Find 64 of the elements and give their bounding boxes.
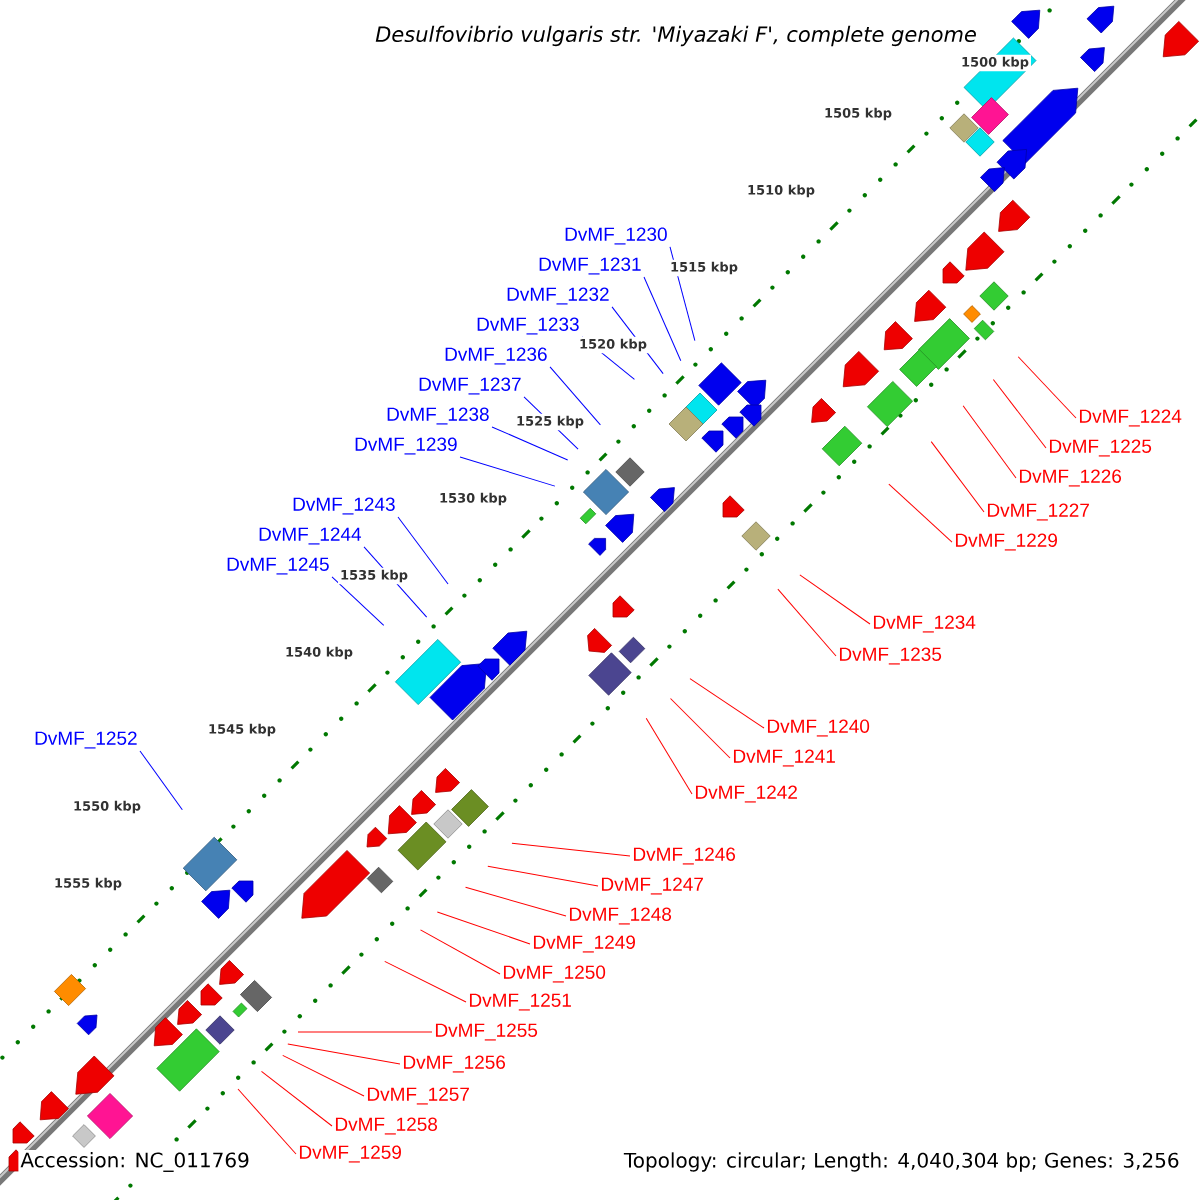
leader-line xyxy=(491,426,569,461)
gene-label: DvMF_1248 xyxy=(569,907,672,925)
leader-line xyxy=(397,516,449,585)
leader-line xyxy=(261,1070,333,1127)
leader-line xyxy=(799,574,871,625)
gene-label: DvMF_1244 xyxy=(259,527,362,545)
leader-line xyxy=(549,366,601,426)
leader-line xyxy=(670,698,731,759)
leader-line xyxy=(297,1031,433,1033)
leader-line xyxy=(331,576,385,626)
gene-label: DvMF_1257 xyxy=(367,1087,469,1105)
gene-label: DvMF_1249 xyxy=(533,935,635,953)
gene-label: DvMF_1236 xyxy=(445,347,547,365)
leader-line xyxy=(1017,356,1077,419)
gene-label: DvMF_1245 xyxy=(227,557,329,575)
leader-line xyxy=(645,717,693,795)
leader-line xyxy=(465,886,567,917)
gene-label: DvMF_1246 xyxy=(634,847,736,865)
leader-line xyxy=(777,588,837,657)
footer-text: Topology: circular; Length: 4,040,304 bp; Genes: 3,256 xyxy=(621,1150,1182,1174)
leader-line xyxy=(436,911,531,945)
gene-label: DvMF_1252 xyxy=(35,731,137,749)
leader-line xyxy=(511,842,631,857)
gene-label: DvMF_1231 xyxy=(539,257,641,275)
gene-label: DvMF_1242 xyxy=(695,785,797,803)
leader-line xyxy=(384,960,467,1003)
gene-label: DvMF_1258 xyxy=(335,1117,438,1135)
leader-line xyxy=(689,678,765,729)
leader-line xyxy=(930,441,985,513)
gene-label: DvMF_1225 xyxy=(1050,439,1152,457)
footer-text: Accession: NC_011769 xyxy=(18,1150,252,1174)
gene-label: DvMF_1226 xyxy=(1020,469,1122,487)
gene-label: DvMF_1235 xyxy=(840,647,942,665)
gene-label: DvMF_1229 xyxy=(956,533,1057,551)
leader-line xyxy=(992,379,1047,449)
gene-label: DvMF_1243 xyxy=(293,497,395,515)
gene-label: DvMF_1233 xyxy=(477,317,579,335)
gene-label: DvMF_1227 xyxy=(988,503,1089,521)
leader-line xyxy=(643,276,682,362)
leader-line xyxy=(420,929,501,975)
gene-label: DvMF_1256 xyxy=(403,1055,506,1073)
gene-label: DvMF_1251 xyxy=(469,993,571,1011)
leader-line xyxy=(459,456,556,487)
gene-label: DvMF_1250 xyxy=(503,965,606,983)
leader-line xyxy=(237,1088,297,1155)
gene-label: DvMF_1238 xyxy=(387,407,489,425)
leader-line xyxy=(888,483,953,543)
leader-line xyxy=(139,750,183,811)
gene-label: DvMF_1224 xyxy=(1080,409,1182,427)
gene-label: DvMF_1240 xyxy=(768,719,870,737)
gene-label: DvMF_1234 xyxy=(874,615,976,633)
gene-label: DvMF_1239 xyxy=(355,437,457,455)
gene-label: DvMF_1247 xyxy=(601,877,703,895)
gene-label: DvMF_1237 xyxy=(419,377,521,395)
leader-line xyxy=(282,1054,365,1097)
gene-label: DvMF_1255 xyxy=(435,1023,538,1041)
gene-label: DvMF_1230 xyxy=(565,227,667,245)
gene-label: DvMF_1232 xyxy=(507,287,609,305)
gene-label: DvMF_1241 xyxy=(734,749,835,767)
gene-label: DvMF_1259 xyxy=(299,1145,401,1163)
leader-line xyxy=(287,1043,401,1065)
title: Desulfovibrio vulgaris str. 'Miyazaki F', complete genome xyxy=(375,25,976,47)
leader-line xyxy=(962,405,1017,479)
leader-line xyxy=(487,865,599,887)
